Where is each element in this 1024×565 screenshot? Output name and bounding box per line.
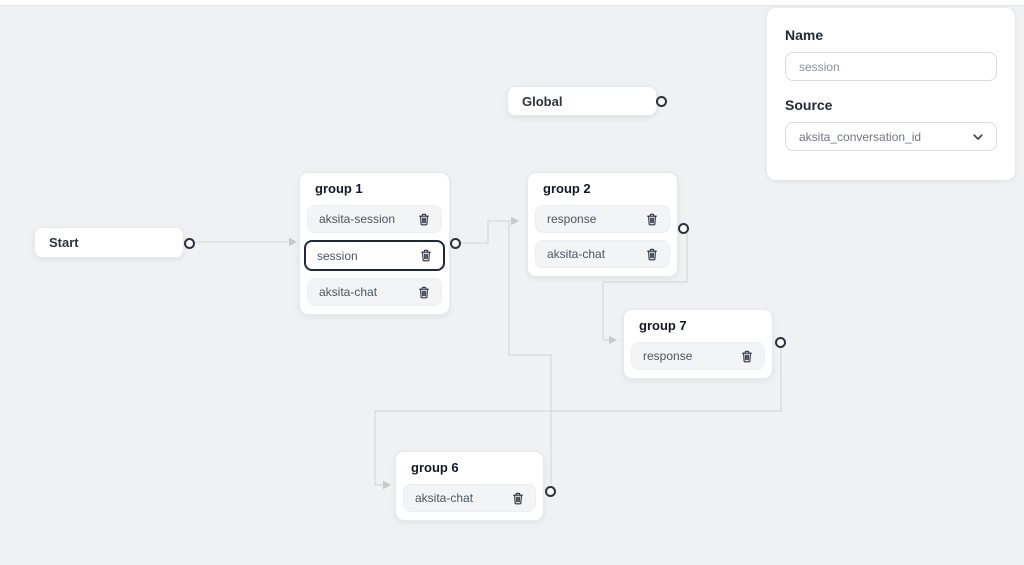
node-global-label: Global [522, 93, 563, 109]
group-2-title: group 2 [543, 181, 591, 196]
delete-item-button[interactable] [510, 490, 526, 506]
group-6-output-handle[interactable] [545, 485, 556, 497]
node-group-2[interactable]: group 2 response aksita-chat [527, 172, 689, 277]
arrowhead-group7-input [609, 335, 617, 345]
group-7-output-handle[interactable] [775, 336, 786, 348]
group-7-items: response [631, 342, 765, 370]
group-6-items: aksita-chat [403, 484, 536, 512]
name-label: Name [785, 27, 824, 43]
item-label: response [643, 349, 693, 363]
edge-group7-group6 [374, 347, 782, 486]
list-item[interactable]: aksita-chat [535, 240, 670, 268]
trash-icon [647, 213, 657, 225]
item-label: response [547, 212, 597, 226]
top-bar [0, 0, 1024, 6]
group-7-title: group 7 [639, 318, 687, 333]
group-1-title: group 1 [315, 181, 363, 196]
node-start[interactable]: Start [34, 227, 195, 258]
trash-icon [513, 492, 523, 504]
trash-icon [419, 286, 429, 298]
node-group-1[interactable]: group 1 aksita-session session [299, 172, 461, 315]
list-item[interactable]: response [631, 342, 765, 370]
edge-group6-group2 [508, 220, 552, 484]
start-output-handle[interactable] [184, 237, 195, 249]
group-1-output-handle[interactable] [450, 237, 461, 249]
panel-spacer [785, 81, 997, 97]
arrowhead-group1-input [289, 237, 297, 247]
trash-icon [421, 249, 431, 262]
source-select[interactable]: aksita_conversation_id [785, 122, 997, 151]
trash-icon [419, 213, 429, 225]
trash-icon [647, 248, 657, 260]
edge-group2-group7 [602, 233, 688, 341]
delete-item-button[interactable] [644, 246, 660, 262]
arrowhead-group6-input [383, 480, 391, 490]
delete-item-button[interactable] [418, 248, 434, 264]
group-2-items: response aksita-chat [535, 205, 670, 268]
group-6-title: group 6 [411, 460, 459, 475]
list-item-selected[interactable]: session [304, 240, 445, 271]
list-item[interactable]: aksita-chat [403, 484, 536, 512]
item-label: session [317, 248, 358, 263]
source-selected-value: aksita_conversation_id [799, 129, 922, 144]
trash-icon [742, 350, 752, 362]
node-start-label: Start [49, 235, 79, 250]
item-label: aksita-chat [547, 247, 606, 261]
item-label: aksita-session [319, 212, 396, 226]
list-item[interactable]: response [535, 205, 670, 233]
delete-item-button[interactable] [644, 211, 660, 227]
list-item[interactable]: aksita-session [307, 205, 442, 233]
chevron-down-icon [973, 133, 983, 140]
node-global[interactable]: Global [507, 86, 667, 116]
node-group-7[interactable]: group 7 response [623, 309, 786, 379]
edge-group1-group2 [461, 220, 511, 244]
item-label: aksita-chat [319, 285, 378, 299]
delete-item-button[interactable] [739, 348, 755, 364]
list-item[interactable]: aksita-chat [307, 278, 442, 306]
delete-item-button[interactable] [416, 211, 432, 227]
node-group-6[interactable]: group 6 aksita-chat [395, 451, 556, 521]
name-input[interactable] [785, 52, 997, 81]
source-label: Source [785, 97, 833, 113]
global-output-handle[interactable] [656, 96, 667, 107]
item-label: aksita-chat [415, 491, 474, 505]
arrowhead-group2-input [511, 216, 519, 226]
properties-panel: Name Source aksita_conversation_id [766, 7, 1016, 181]
delete-item-button[interactable] [416, 284, 432, 300]
group-2-output-handle[interactable] [678, 222, 689, 234]
group-1-items: aksita-session session [304, 205, 445, 306]
